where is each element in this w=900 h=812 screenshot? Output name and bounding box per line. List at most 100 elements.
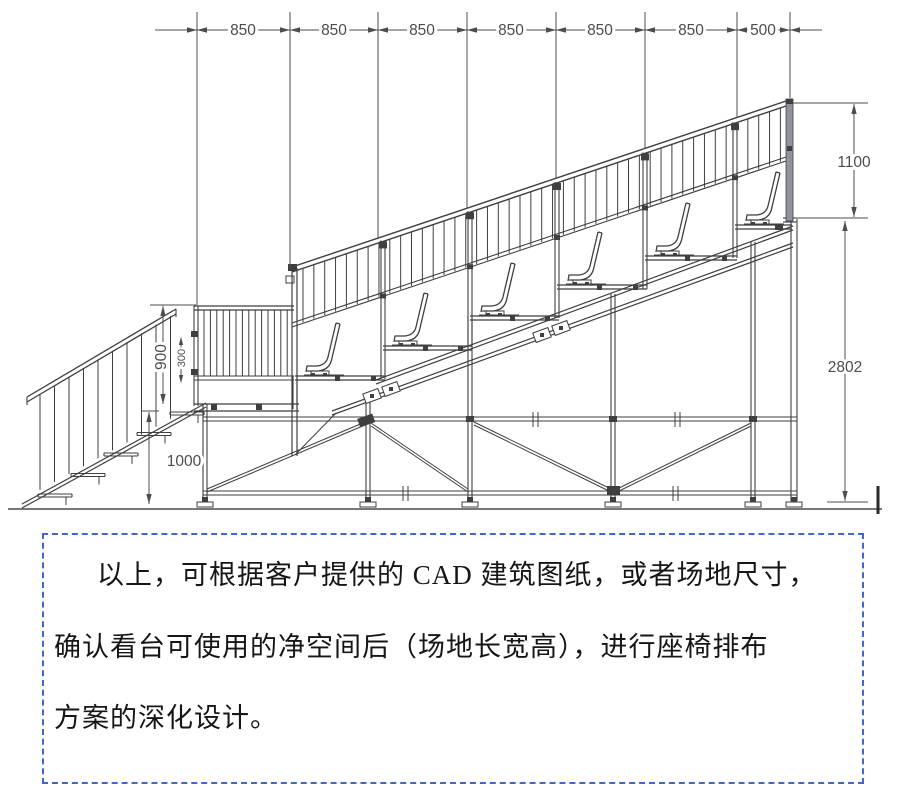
railing-bolt [553,182,561,190]
base-plate [785,501,803,508]
truss-diagonal [206,424,366,493]
seat-icon [335,322,341,325]
seat-icon [597,231,603,234]
dim-arrow [842,491,848,501]
note-box [42,533,864,784]
truss-diagonal [616,425,752,493]
truss-diagonal [616,422,752,490]
dim-arrow [635,27,645,33]
railing-bolt [642,205,648,211]
railing-bottom-rail [291,158,793,328]
base-plate [791,497,797,502]
seat-icon [655,202,687,253]
dim-rail-gap: 300 [176,349,188,367]
landing-post-bolt [191,331,198,337]
dim-arrow [727,27,737,33]
platform-bolt [685,256,690,261]
dim-railing-height: 1100 [837,154,871,171]
seat-icon [745,171,777,222]
dim-top-3: 850 [409,22,435,39]
end-post-cap [786,99,793,104]
stringer-junction-bolt [357,413,376,428]
dim-top-5: 850 [587,22,613,39]
seat-body [657,203,691,251]
platform-bolt [423,346,428,351]
truss-joint-bolt [607,486,620,495]
dim-arrow [790,27,800,33]
connector-plate-dot [370,394,374,398]
railing-top-rail [291,98,793,268]
truss-joint-bolt [609,416,617,422]
truss-diagonal [206,421,366,490]
platform-bolt [371,376,376,381]
dim-arrow [556,27,566,33]
seat-icon [775,171,781,174]
base-plate [467,497,473,502]
dim-arrow [851,207,857,217]
platform-bolt [335,376,340,381]
dim-arrow [290,27,300,33]
dim-arrow [187,27,197,33]
platform-bolt [778,225,783,230]
dim-arrow [197,27,207,33]
truss-joint-bolt [749,416,757,422]
dim-arrow [378,27,388,33]
seat-body [307,323,341,371]
railing-bolt [467,264,473,270]
connector-plate-dot [540,333,544,337]
base-plate [604,501,622,508]
dim-arrow [178,375,184,383]
note-line-3: 方案的深化设计。 [54,703,278,733]
truss-joint-bolt [466,416,474,422]
end-post-bolt [787,146,792,151]
seat-icon [423,292,429,295]
dim-arrow [160,394,166,404]
connector-plate-dot [389,387,393,391]
dim-arrow [842,221,848,231]
railing-bolt [641,153,649,161]
dim-arrow [645,27,655,33]
dim-arrow [467,27,477,33]
railing-end-post [785,98,794,222]
truss-diagonal [473,424,612,493]
railing-bolt [379,241,387,249]
seat-body [482,263,516,311]
dim-arrow [737,27,747,33]
dim-arrow [368,27,378,33]
seat-body [569,232,603,280]
dim-top-4: 850 [498,22,524,39]
railing-top-rail [291,103,793,273]
base-plate [202,497,208,502]
dim-arrow [160,306,166,316]
railing-bolt [466,212,474,220]
dim-arrow [146,494,152,504]
dim-arrow [546,27,556,33]
dim-arrow [457,27,467,33]
railing-bolt [731,123,739,131]
landing-bolt [256,404,262,410]
base-plate [461,501,479,508]
platform-bolt [458,346,463,351]
truss-diagonal [370,422,469,490]
seat-icon [480,262,512,313]
upper-stringer [375,225,794,381]
seat-icon [510,262,516,265]
base-plate [365,497,371,502]
dim-arrow [178,337,184,345]
seat-icon [567,231,599,282]
corner-bracket [285,275,295,284]
dim-landing-rail-height: 900 [153,344,170,370]
stair-stringer [21,406,207,509]
railing-bolt [288,264,297,271]
truss-diagonal [473,421,612,490]
dim-arrow [780,27,790,33]
base-plate [750,497,756,502]
seat-body [395,293,429,341]
base-plate [610,497,616,502]
upper-stringer [375,229,794,385]
dim-top-6: 850 [678,22,704,39]
railing-bolt [380,293,386,299]
landing-brace [294,412,337,456]
base-plate [359,501,377,508]
